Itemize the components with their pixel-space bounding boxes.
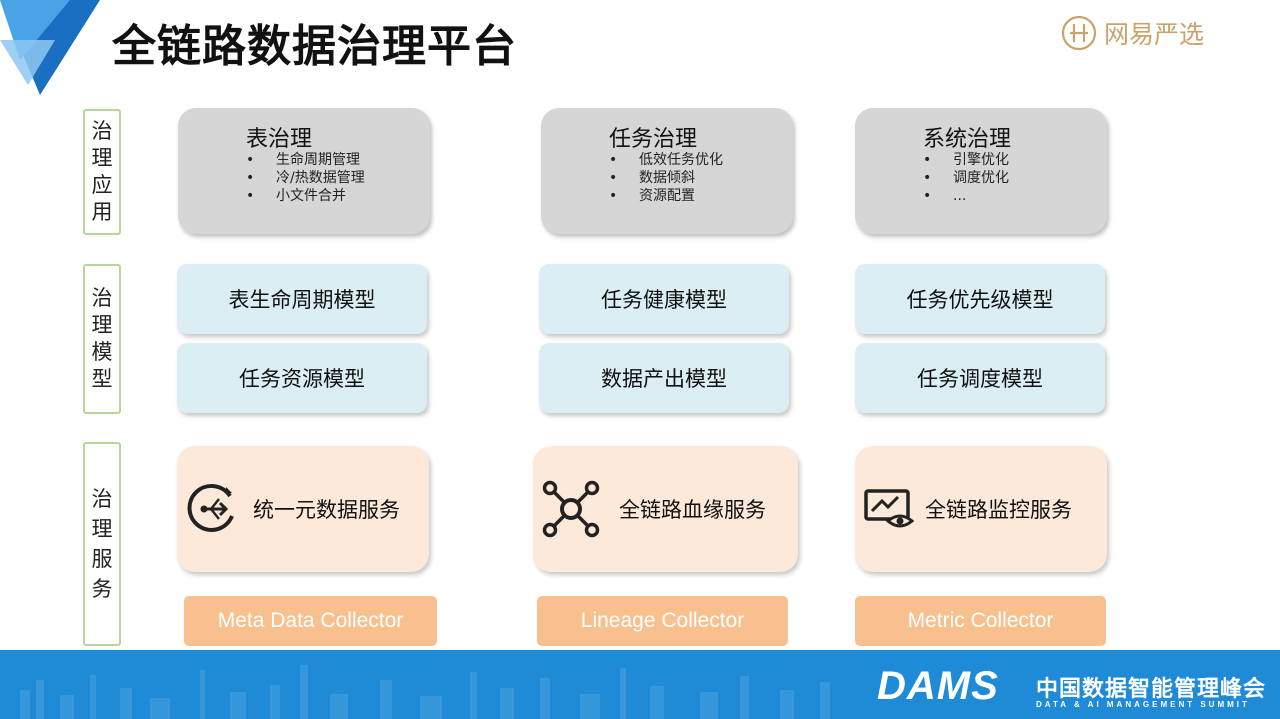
service-box-monitor: 全链路监控服务 [855,446,1107,572]
collector-box: Lineage Collector [537,596,788,646]
model-box: 任务调度模型 [855,343,1105,413]
corner-triangle-decoration [0,0,100,95]
app-title: 任务治理 [609,127,698,152]
list-item: 调度优化 [923,169,1009,187]
lineage-network-icon [541,480,601,538]
app-item-list: 生命周期管理 冷/热数据管理 小文件合并 [246,151,365,205]
side-label-application: 治理应用 [83,109,121,235]
app-item-list: 引擎优化 调度优化 ... [923,151,1009,205]
app-item-list: 低效任务优化 数据倾斜 资源配置 [609,151,723,205]
app-box-system-governance: 系统治理 引擎优化 调度优化 ... [855,108,1107,234]
service-label: 全链路血缘服务 [619,498,766,522]
list-item: 低效任务优化 [609,151,723,169]
collector-box: Metric Collector [855,596,1106,646]
dams-logo-text: DAMS [877,664,999,708]
side-label-text: 治理模型 [91,286,113,391]
side-label-text: 治理应用 [91,119,113,224]
city-skyline-decoration [20,665,830,719]
summit-name-cn: 中国数据智能管理峰会 [1036,677,1267,702]
model-box: 表生命周期模型 [177,264,427,334]
service-box-metadata: 统一元数据服务 [177,446,429,572]
app-title: 表治理 [246,127,313,152]
list-item: 小文件合并 [246,187,365,205]
list-item: 冷/热数据管理 [246,169,365,187]
footer-banner: DAMS 中国数据智能管理峰会 DATA & AI MANAGEMENT SUM… [0,650,1280,719]
list-item: 资源配置 [609,187,723,205]
list-item: 引擎优化 [923,151,1009,169]
metadata-export-icon [183,482,243,536]
list-item: 生命周期管理 [246,151,365,169]
model-box: 任务健康模型 [539,264,789,334]
list-item: ... [923,187,1009,205]
page-title: 全链路数据治理平台 [112,21,517,72]
logo-text: 网易严选 [1104,20,1205,49]
side-label-service: 治理服务 [83,442,121,646]
service-label: 统一元数据服务 [253,498,400,522]
collector-box: Meta Data Collector [184,596,437,646]
model-box: 数据产出模型 [539,343,789,413]
model-box: 任务资源模型 [177,343,427,413]
app-box-task-governance: 任务治理 低效任务优化 数据倾斜 资源配置 [541,108,793,234]
app-box-table-governance: 表治理 生命周期管理 冷/热数据管理 小文件合并 [178,108,430,234]
service-box-lineage: 全链路血缘服务 [533,446,798,572]
netease-yanxuan-logo-icon [1061,15,1097,51]
app-title: 系统治理 [923,127,1012,152]
service-label: 全链路监控服务 [925,498,1072,522]
side-label-text: 治理服务 [91,487,113,601]
monitor-eye-icon [863,487,915,531]
model-box: 任务优先级模型 [855,264,1105,334]
side-label-model: 治理模型 [83,264,121,414]
summit-name-en: DATA & AI MANAGEMENT SUMMIT [1036,700,1250,709]
list-item: 数据倾斜 [609,169,723,187]
logo: 网易严选 [1060,14,1204,52]
